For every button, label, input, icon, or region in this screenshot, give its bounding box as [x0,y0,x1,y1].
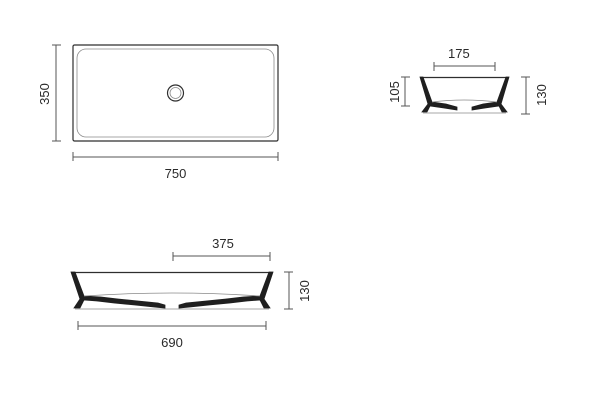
front-view-height-label: 130 [297,280,312,302]
front-view: 375 690 130 [70,236,312,350]
front-view-section [70,271,274,310]
side-view-top-width-label: 175 [448,46,470,61]
top-view-depth-label: 350 [37,83,52,105]
front-view-half-length-label: 375 [212,236,234,251]
top-view-width-label: 750 [165,166,187,181]
side-view-section [419,76,510,114]
front-view-height-dimension: 130 [284,271,312,310]
front-view-base-length-label: 690 [161,335,183,350]
top-view-outer-rim [72,44,279,142]
top-view-inner-basin [76,48,275,138]
drain-icon [166,84,185,102]
top-view-depth-dimension: 350 [37,44,61,142]
side-view: 175 105 130 [387,46,549,115]
side-view-inner-depth-dimension: 105 [387,76,410,107]
side-view-height-dimension: 130 [521,76,549,115]
top-view: 750 350 [37,44,279,181]
side-view-inner-depth-label: 105 [387,81,402,103]
front-view-half-length-dimension: 375 [172,236,271,261]
side-view-top-width-dimension: 175 [433,46,496,71]
top-view-width-dimension: 750 [72,152,279,181]
front-view-base-length-dimension: 690 [77,321,267,350]
side-view-height-label: 130 [534,84,549,106]
